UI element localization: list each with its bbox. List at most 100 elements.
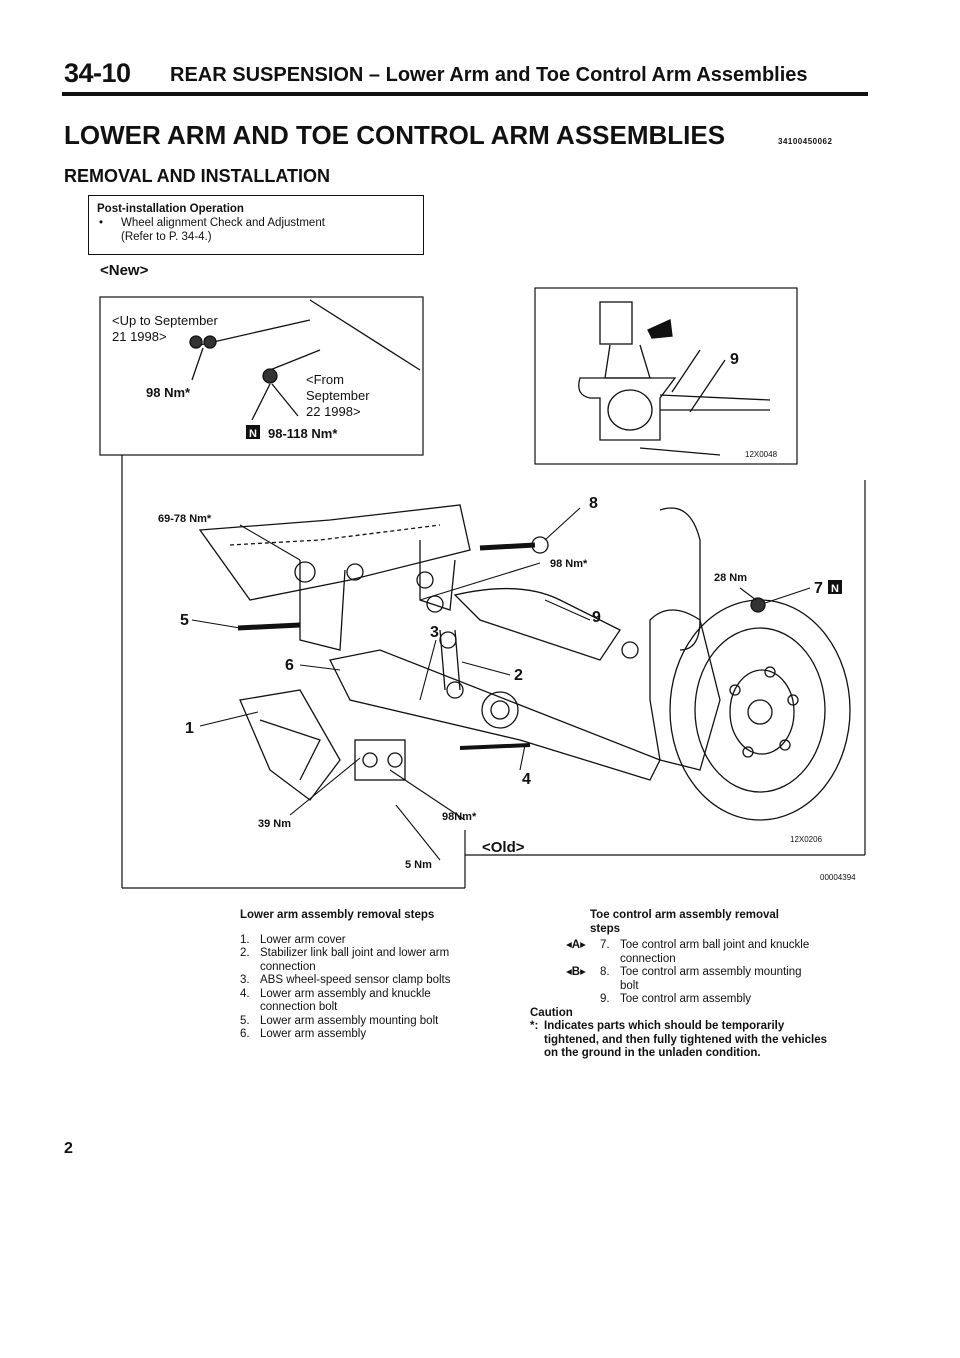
up-to-label-line1: <Up to September xyxy=(112,313,219,328)
inset-left-box xyxy=(99,296,424,456)
callout-leaders xyxy=(191,507,811,861)
callout-3: 3 xyxy=(430,624,439,641)
step-line: Lower arm assembly and knuckle xyxy=(260,987,431,1000)
toe-control-arm-removal-steps: Toe control arm assembly removal steps ◂… xyxy=(530,909,870,1061)
page-title: LOWER ARM AND TOE CONTROL ARM ASSEMBLIES xyxy=(64,120,726,150)
post-installation-item: • Wheel alignment Check and Adjustment (… xyxy=(97,216,415,244)
diagram-code-1: 12X0206 xyxy=(790,835,823,844)
step-line: connection xyxy=(620,952,676,965)
step-text: Lower arm assembly mounting bolt xyxy=(260,1014,439,1027)
torque-39: 39 Nm xyxy=(258,818,291,830)
step-line: Toe control arm ball joint and knuckle xyxy=(620,939,810,951)
step-number: 1. xyxy=(240,933,250,946)
step-text: Toe control arm assembly xyxy=(620,993,752,1005)
torque-5: 5 Nm xyxy=(405,859,432,871)
torque-old-label: 98 Nm* xyxy=(146,385,191,400)
section-subtitle: REMOVAL AND INSTALLATION xyxy=(64,166,330,186)
step-number: 7. xyxy=(600,939,610,951)
caution-line: tightened, and then fully tightened with… xyxy=(544,1033,828,1046)
diagram-code-2: 00004394 xyxy=(820,873,856,882)
lower-arm-steps-title: Lower arm assembly removal steps xyxy=(240,909,435,921)
step-text: ABS wheel-speed sensor clamp bolts xyxy=(260,974,451,986)
caution-mark: *: xyxy=(530,1020,539,1032)
inset-right-code: 12X0048 xyxy=(745,450,778,459)
from-label-line1: <From xyxy=(306,372,344,387)
main-exploded-drawing xyxy=(198,504,851,821)
step-line: Stabilizer link ball joint and lower arm xyxy=(260,947,450,959)
list-item: ◂A▸ 7. Toe control arm ball joint and kn… xyxy=(566,939,870,966)
torque-98-bottom: 98Nm* xyxy=(442,811,477,823)
list-item: 1. Lower arm cover xyxy=(240,934,500,948)
inset-right-callout: 9 xyxy=(730,351,739,368)
item-line-2: (Refer to P. 34-4.) xyxy=(121,231,212,243)
callout-4: 4 xyxy=(522,771,531,788)
new-badge-main xyxy=(828,580,842,594)
step-line: connection xyxy=(260,960,316,973)
step-number: 4. xyxy=(240,987,250,1000)
step-text: Lower arm assembly xyxy=(260,1028,367,1040)
post-installation-title: Post-installation Operation xyxy=(97,203,244,215)
caution-title: Caution xyxy=(530,1006,573,1019)
list-item: 9. Toe control arm assembly xyxy=(600,993,870,1007)
step-text: Stabilizer link ball joint and lower arm… xyxy=(260,947,449,974)
torque-98-main: 98 Nm* xyxy=(550,558,588,570)
reference-mark: ◂A▸ xyxy=(566,939,586,951)
toe-steps-title-line2: steps xyxy=(590,922,621,935)
caution-line: Indicates parts which should be temporar… xyxy=(544,1020,785,1032)
step-text: Lower arm cover xyxy=(260,933,346,946)
new-badge-left xyxy=(246,425,260,439)
callout-9: 9 xyxy=(592,609,601,626)
list-item: 5. Lower arm assembly mounting bolt xyxy=(240,1015,500,1029)
torque-28: 28 Nm xyxy=(714,572,747,584)
bullet: • xyxy=(99,217,104,229)
callout-5: 5 xyxy=(180,612,189,629)
callout-6: 6 xyxy=(285,657,294,674)
step-number: 6. xyxy=(240,1028,250,1040)
caution-line: on the ground in the unladen condition. xyxy=(544,1047,761,1059)
section-title: REAR SUSPENSION – Lower Arm and Toe Cont… xyxy=(170,64,808,86)
reference-mark: ◂B▸ xyxy=(566,966,586,978)
from-label-line3: 22 1998> xyxy=(306,404,361,419)
list-item: 3. ABS wheel-speed sensor clamp bolts xyxy=(240,974,500,988)
toe-steps-title-line1: Toe control arm assembly removal xyxy=(590,909,779,921)
step-number: 5. xyxy=(240,1014,250,1027)
callout-7: 7 xyxy=(814,580,823,597)
step-number: 2. xyxy=(240,947,250,959)
knuckle-drawing xyxy=(578,301,771,456)
document-id: 34100450062 xyxy=(778,137,833,146)
step-number: 9. xyxy=(600,993,610,1005)
old-label: <Old> xyxy=(482,839,525,856)
page-number: 2 xyxy=(64,1140,73,1157)
torque-new-label: 98-118 Nm* xyxy=(268,426,338,441)
toe-steps-title: Toe control arm assembly removal steps xyxy=(590,909,870,936)
new-label: <New> xyxy=(100,262,149,279)
list-item: 2. Stabilizer link ball joint and lower a… xyxy=(240,947,500,974)
caution-text: *: Indicates parts which should be tempo… xyxy=(530,1020,870,1061)
lower-arm-removal-steps: Lower arm assembly removal steps 1. Lower… xyxy=(240,909,500,1042)
item-line-1: Wheel alignment Check and Adjustment xyxy=(121,217,325,229)
inset-left-drawing xyxy=(189,299,421,421)
step-number: 3. xyxy=(240,974,250,986)
caution-body: Indicates parts which should be temporar… xyxy=(544,1020,827,1061)
up-to-label-line2: 21 1998> xyxy=(112,329,167,344)
section-number: 34-10 xyxy=(64,58,131,88)
post-installation-item-text: Wheel alignment Check and Adjustment (Re… xyxy=(121,216,325,244)
torque-69-78: 69-78 Nm* xyxy=(158,513,212,525)
post-installation-box: Post-installation Operation • Wheel alig… xyxy=(88,195,424,255)
new-badge-left-text: N xyxy=(249,428,257,440)
callout-1: 1 xyxy=(185,720,194,737)
list-item: ◂B▸ 8. Toe control arm assembly mounting… xyxy=(566,966,870,993)
callout-8: 8 xyxy=(589,495,598,512)
step-line: connection bolt xyxy=(260,1001,338,1013)
callout-2: 2 xyxy=(514,667,523,684)
from-label-line2: September xyxy=(306,388,370,403)
list-item: 6. Lower arm assembly xyxy=(240,1028,500,1042)
step-number: 8. xyxy=(600,966,610,978)
step-line: bolt xyxy=(620,979,639,992)
inset-right-box xyxy=(534,287,798,465)
